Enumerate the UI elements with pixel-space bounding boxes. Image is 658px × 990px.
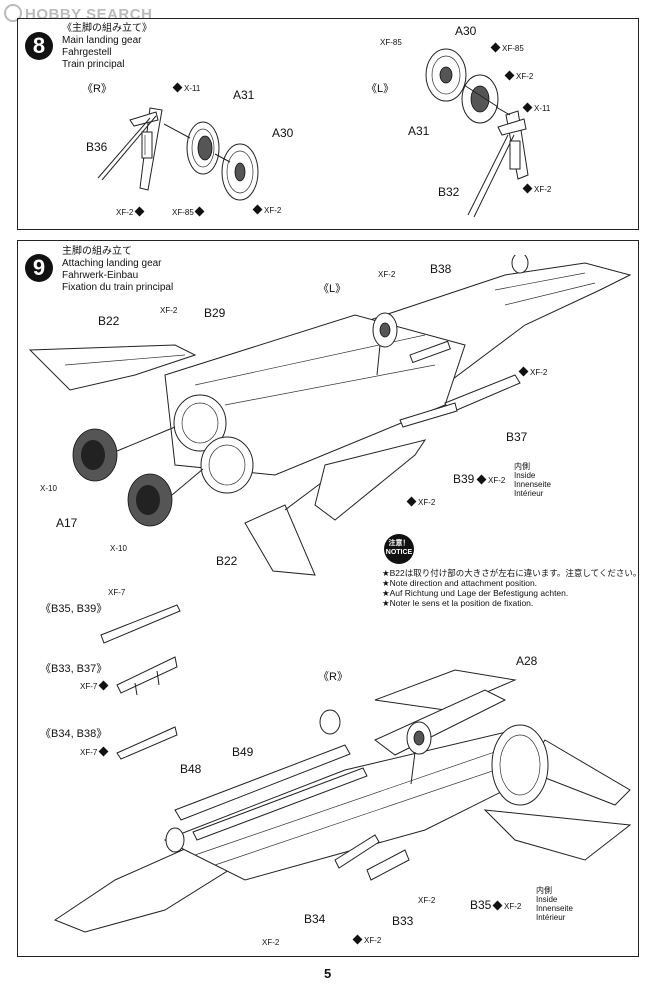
label-b39: B39 bbox=[453, 472, 475, 486]
paint-x10-b: X-10 bbox=[110, 544, 127, 553]
step9-left-aircraft-drawing bbox=[28, 255, 632, 576]
paint-xf2-r1: XF-2 bbox=[116, 206, 146, 217]
subparts-b34-b38: 《B34, B38》 bbox=[40, 728, 108, 740]
label-a31-r: A31 bbox=[233, 88, 255, 102]
page-number: 5 bbox=[324, 966, 332, 981]
step8-title: 《主脚の組み立て》 Main landing gear Fahrgestell … bbox=[62, 23, 152, 70]
subparts-b33-b37: 《B33, B37》 bbox=[40, 663, 108, 675]
label-a30-r: A30 bbox=[272, 126, 294, 140]
label-b32: B32 bbox=[438, 185, 460, 199]
paint-xf2-l2: XF-2 bbox=[522, 183, 551, 194]
paint-xf2-d: XF-2 bbox=[406, 496, 435, 507]
paint-xf85-l: XF-85 bbox=[380, 38, 402, 47]
paint-dot-icon bbox=[476, 474, 487, 485]
paint-dot-icon bbox=[522, 183, 533, 194]
paint-xf2-l1: XF-2 bbox=[504, 70, 533, 81]
step8-side-right: 《R》 bbox=[82, 83, 112, 95]
step8-left-gear-drawing bbox=[425, 48, 529, 218]
paint-xf2-b: XF-2 bbox=[160, 306, 178, 315]
label-b22-top: B22 bbox=[98, 314, 120, 328]
paint-dot-icon bbox=[522, 102, 533, 113]
step9-number: 9 bbox=[25, 254, 53, 282]
label-b34: B34 bbox=[304, 912, 326, 926]
paint-xf85-l2: XF-85 bbox=[490, 42, 524, 53]
paint-dot-icon bbox=[406, 496, 417, 507]
paint-dot-icon bbox=[194, 206, 205, 217]
watermark-logo-icon bbox=[4, 4, 22, 22]
inside-note-2: 内側 Inside Innenseite Intérieur bbox=[536, 886, 573, 922]
paint-dot-icon bbox=[490, 42, 501, 53]
step9-side-left: 《L》 bbox=[318, 283, 347, 295]
paint-dot-icon bbox=[252, 204, 263, 215]
label-b29: B29 bbox=[204, 306, 226, 320]
label-b38: B38 bbox=[430, 262, 452, 276]
label-b48: B48 bbox=[180, 762, 202, 776]
paint-xf85-r: XF-85 bbox=[172, 206, 206, 217]
paint-dot-icon bbox=[492, 900, 503, 911]
paint-xf2-a: XF-2 bbox=[378, 270, 396, 279]
paint-x10-a: X-10 bbox=[40, 484, 57, 493]
subparts-b35-b39: 《B35, B39》 bbox=[40, 603, 108, 615]
paint-dot-icon bbox=[518, 366, 529, 377]
label-b37: B37 bbox=[506, 430, 528, 444]
notice-badge: 注意！ NOTICE bbox=[384, 534, 414, 564]
label-b36: B36 bbox=[86, 140, 108, 154]
paint-xf7-c: XF-7 bbox=[80, 746, 110, 757]
label-b22-bottom: B22 bbox=[216, 554, 238, 568]
step9-side-right: 《R》 bbox=[318, 671, 348, 683]
paint-xf2-f: XF-2 bbox=[418, 896, 436, 905]
step8-right-gear-drawing bbox=[97, 107, 259, 201]
step9-title: 主脚の組み立て Attaching landing gear Fahrwerk-… bbox=[62, 246, 174, 293]
paint-xf2-g: XF-2 bbox=[262, 938, 280, 947]
paint-xf7-b: XF-7 bbox=[80, 680, 110, 691]
paint-dot-icon bbox=[134, 206, 145, 217]
step8-number: 8 bbox=[25, 32, 53, 60]
paint-dot-icon bbox=[504, 70, 515, 81]
label-b49: B49 bbox=[232, 745, 254, 759]
paint-xf2-b39: XF-2 bbox=[476, 474, 505, 485]
step9-right-aircraft-drawing bbox=[53, 669, 632, 933]
paint-dot-icon bbox=[172, 82, 183, 93]
paint-x11-l: X-11 bbox=[522, 102, 550, 113]
paint-x11-r: X-11 bbox=[172, 82, 200, 93]
label-a28: A28 bbox=[516, 654, 538, 668]
step8-panel bbox=[17, 18, 639, 230]
paint-xf2-r2: XF-2 bbox=[252, 204, 281, 215]
paint-xf7-a: XF-7 bbox=[108, 588, 126, 597]
label-a31-l: A31 bbox=[408, 124, 430, 138]
step9-panel bbox=[17, 240, 639, 957]
notice-text: ★B22は取り付け部の大きさが左右に違います。注意してください。 ★Note d… bbox=[382, 568, 642, 608]
label-b35: B35 bbox=[470, 898, 492, 912]
step8-side-left: 《L》 bbox=[366, 83, 395, 95]
paint-dot-icon bbox=[352, 934, 363, 945]
paint-xf2-h: XF-2 bbox=[352, 934, 381, 945]
label-b33: B33 bbox=[392, 914, 414, 928]
inside-note-1: 内側 Inside Innenseite Intérieur bbox=[514, 462, 551, 498]
paint-xf2-b35: XF-2 bbox=[492, 900, 521, 911]
paint-xf2-c: XF-2 bbox=[518, 366, 547, 377]
label-a30-l: A30 bbox=[455, 24, 477, 38]
label-a17: A17 bbox=[56, 516, 78, 530]
subparts-drawing bbox=[100, 604, 181, 760]
